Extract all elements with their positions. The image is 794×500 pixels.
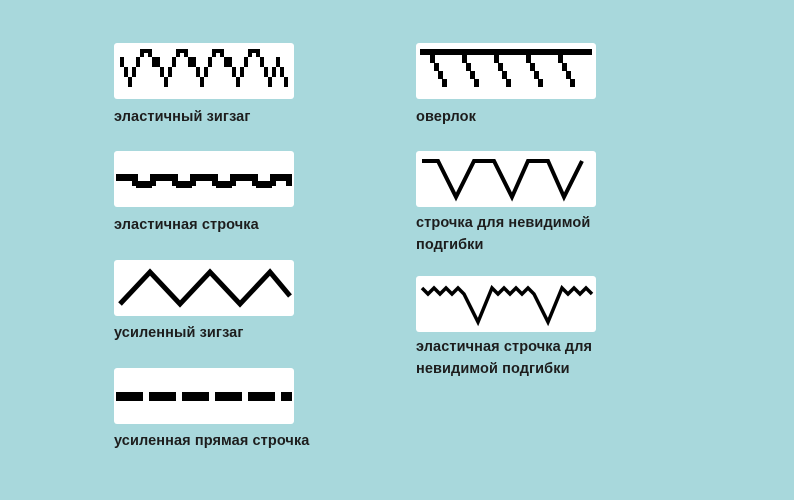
stitch-card-elastic-zigzag xyxy=(114,43,294,99)
reinforced-zigzag-pattern xyxy=(118,268,292,308)
stitch-card-reinforced-zigzag xyxy=(114,260,294,316)
elastic-blind-hem-pattern xyxy=(420,284,594,327)
elastic-zigzag-pattern xyxy=(120,49,288,87)
stitch-label-reinforced-straight: усиленная прямая строчка xyxy=(114,433,310,449)
stitch-label-overlock: оверлок xyxy=(416,109,476,125)
blind-hem-pattern xyxy=(422,159,584,202)
stitch-card-blind-hem xyxy=(416,151,596,207)
stitch-card-elastic-stitch xyxy=(114,151,294,207)
reinforced-straight-pattern xyxy=(116,392,292,401)
stitch-label-elastic-blind-hem: эластичная строчка для невидимой подгибк… xyxy=(416,339,593,377)
stitch-label-elastic-zigzag: эластичный зигзаг xyxy=(114,109,251,125)
overlock-pattern xyxy=(420,49,592,87)
stitch-label-blind-hem: строчка для невидимой подгибки xyxy=(416,215,591,253)
stitch-label-reinforced-zigzag: усиленный зигзаг xyxy=(114,325,244,341)
stitch-card-reinforced-straight xyxy=(114,368,294,424)
stitch-card-elastic-blind-hem xyxy=(416,276,596,332)
elastic-stitch-pattern xyxy=(116,174,292,188)
stitch-card-overlock xyxy=(416,43,596,99)
stitch-label-elastic-stitch: эластичная строчка xyxy=(114,217,259,233)
